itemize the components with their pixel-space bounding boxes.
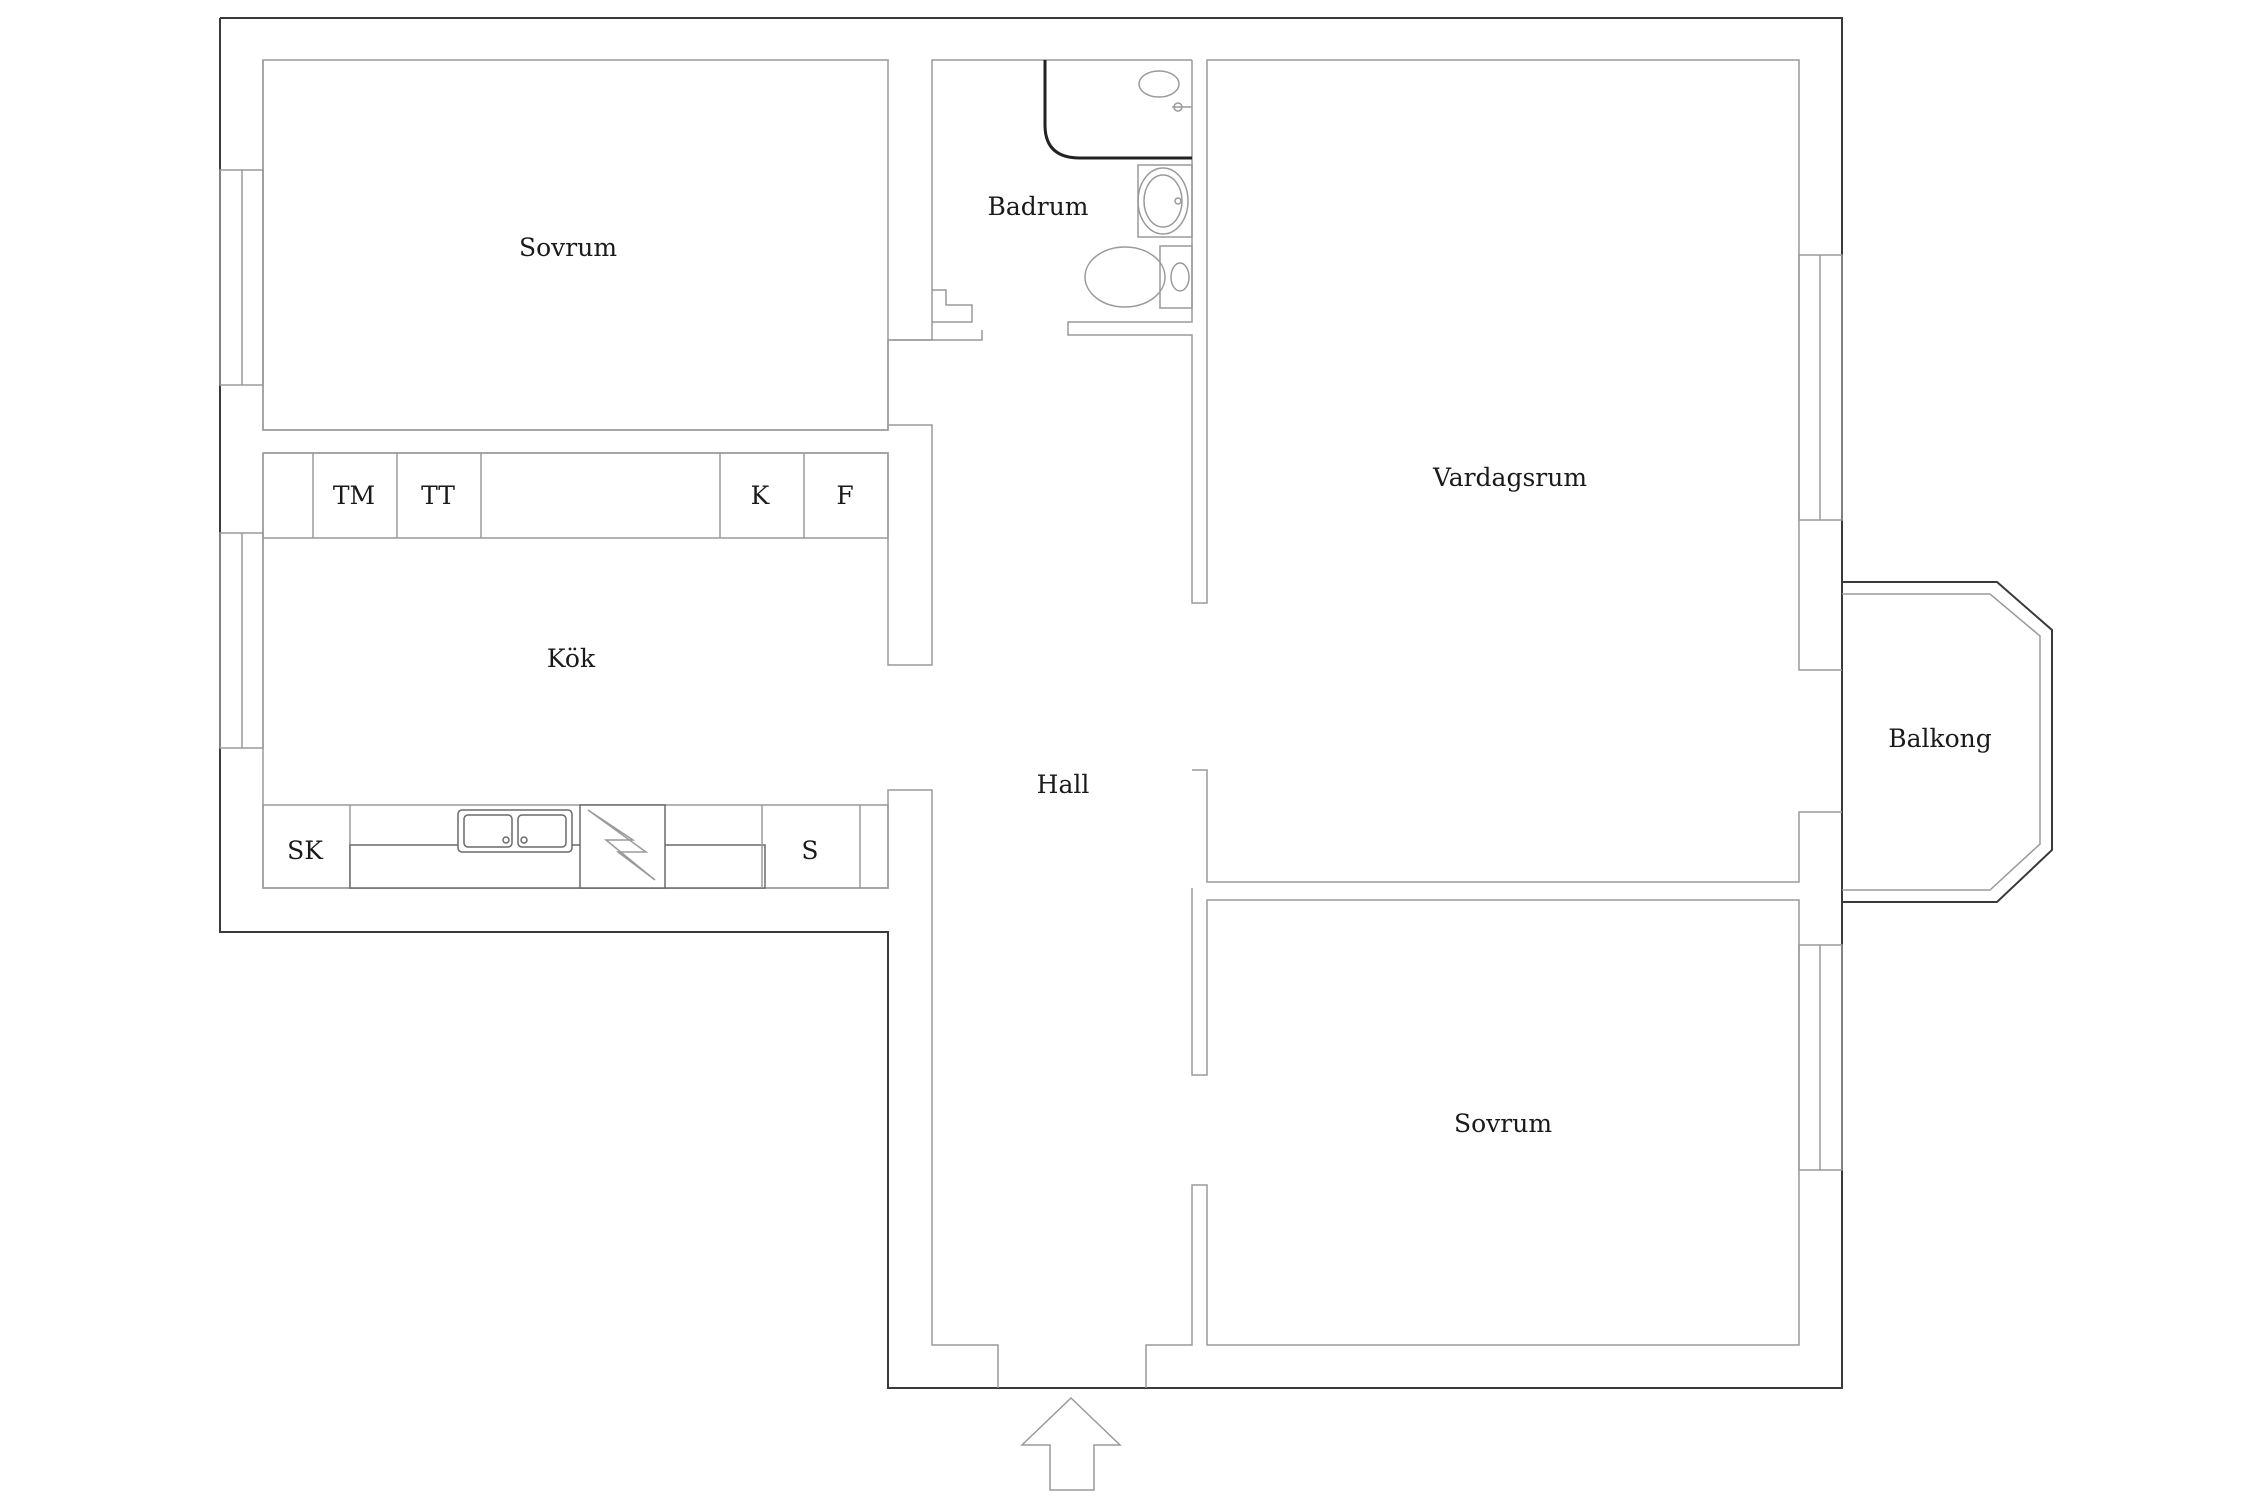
kitchen-top-counter [262,452,889,539]
appliance-label-tm: TM [333,481,375,510]
sink-icon [1137,164,1193,238]
windows [219,169,1843,1171]
room-label-hall: Hall [1037,770,1090,799]
balcony-outline [1842,581,2053,903]
room-label-bathroom: Badrum [987,192,1088,221]
toilet-icon [1084,245,1193,309]
kitchen-bottom-counter [262,804,889,889]
bathtub-icon [1043,60,1192,160]
room-label-living-room: Vardagsrum [1432,463,1587,492]
appliance-label-k: K [751,481,771,510]
appliance-label-sk: SK [287,836,324,865]
room-label-kitchen: Kök [547,644,596,673]
shower-fixture [1138,70,1192,112]
appliance-label-tt: TT [421,481,455,510]
entrance-arrow-icon [1020,1396,1122,1491]
appliance-label-s: S [801,836,818,865]
room-label-balcony: Balkong [1888,724,1992,753]
appliance-label-f: F [836,481,853,510]
room-label-bedroom-top: Sovrum [519,233,617,262]
bathroom-room [888,59,1192,341]
stove-icon [579,804,666,889]
kitchen-sink-icon [457,809,573,853]
outer-walls [219,17,1843,1389]
room-label-bedroom-bottom: Sovrum [1454,1109,1552,1138]
